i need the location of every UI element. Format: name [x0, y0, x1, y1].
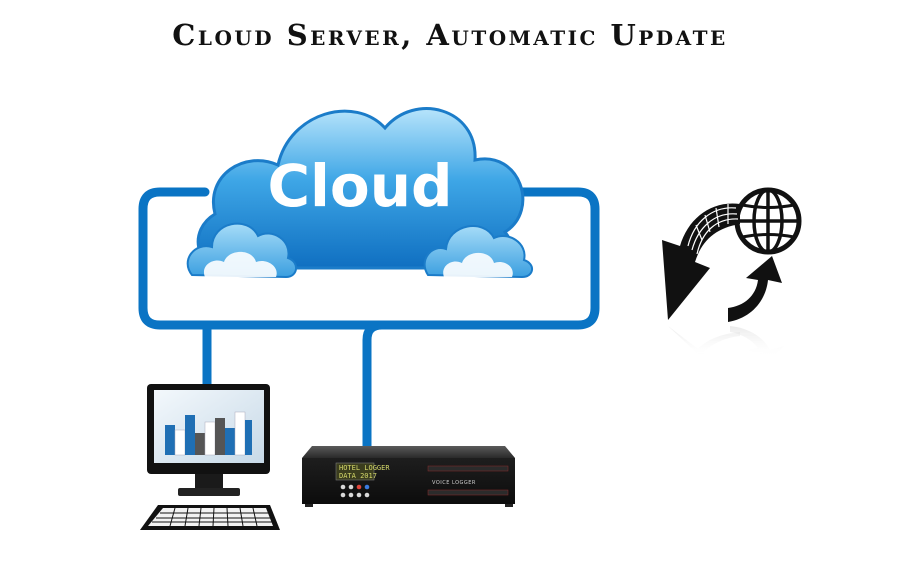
device-lcd-line2: DATA 2017 — [339, 472, 377, 480]
cloud-label: Cloud — [267, 152, 452, 220]
sync-arrows-icon — [662, 203, 782, 322]
small-cloud-right — [423, 225, 533, 279]
device-buttons — [340, 484, 370, 498]
device-ports-bottom — [427, 489, 509, 496]
sync-arrows-reflection — [668, 326, 784, 358]
voice-logger-device: HOTEL LOGGER DATA 2017 VOICE LOGGER — [302, 446, 515, 507]
device-panel-label: VOICE LOGGER — [432, 480, 476, 486]
sync-arrow-down — [662, 203, 740, 320]
page-title: Cloud Server, Automatic Update — [172, 18, 728, 52]
cloud-icon: Cloud — [186, 107, 533, 279]
keyboard-icon — [140, 505, 280, 530]
sync-arrow-up — [728, 256, 782, 322]
globe-icon — [734, 187, 802, 255]
network-connections — [138, 187, 600, 457]
small-cloud-left — [186, 222, 297, 279]
network-line-to-device — [362, 320, 387, 457]
monitor-bar-chart — [165, 411, 252, 456]
cloud-body — [196, 107, 525, 270]
monitor-icon — [147, 384, 270, 496]
device-lcd-line1: HOTEL LOGGER — [339, 464, 390, 472]
device-ports-top — [427, 465, 509, 472]
